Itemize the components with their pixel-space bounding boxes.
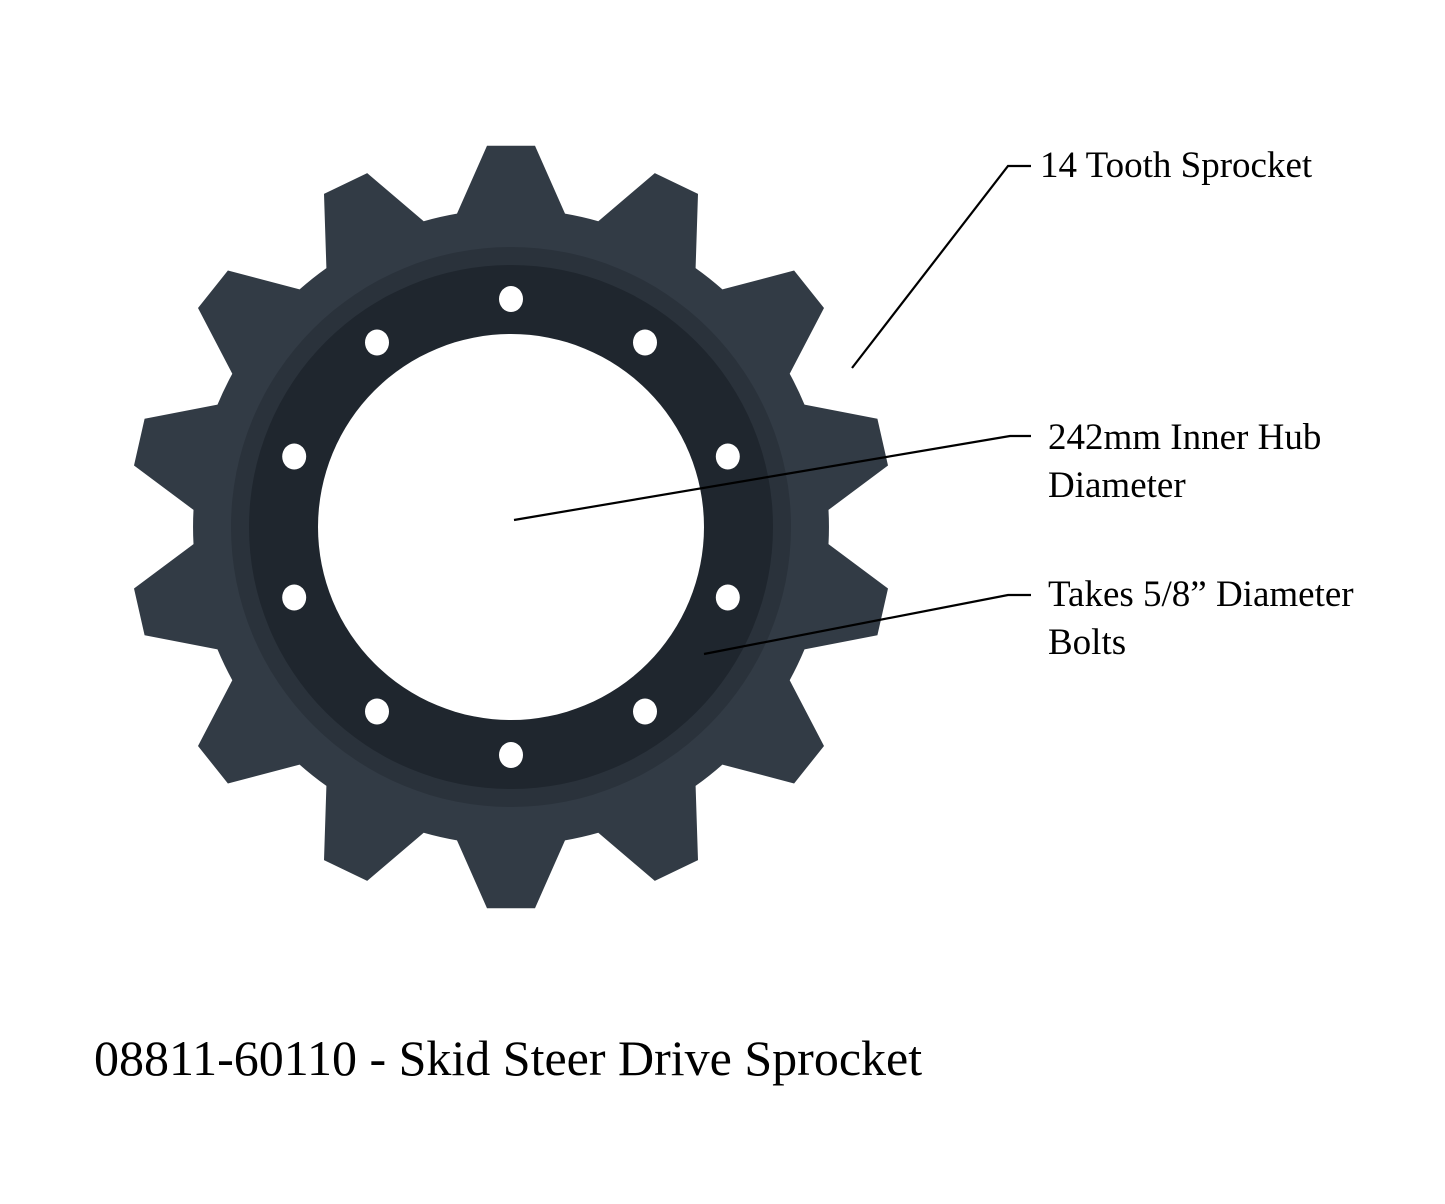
bolt-hole [365,329,389,356]
teeth-callout: 14 Tooth Sprocket [1040,142,1312,190]
bolt-hole [499,742,523,768]
teeth-callout-text: 14 Tooth Sprocket [1040,145,1313,186]
hub-callout-line1: 242mm Inner Hub [1048,417,1322,458]
part-caption: 08811-60110 - Skid Steer Drive Sprocket [94,1030,923,1086]
bolt-hole [499,286,523,312]
bolt-hole [633,698,657,725]
bolts-callout-line2: Bolts [1048,622,1127,663]
bolt-hole [282,443,307,470]
hub-callout: 242mm Inner Hub Diameter [1048,414,1321,510]
leader-line-bolts [703,593,1031,656]
hub-callout-line2: Diameter [1048,465,1186,506]
bolt-hole [365,698,389,725]
bolts-callout-line1: Takes 5/8” Diameter [1048,574,1354,615]
leader-line-hub [513,434,1031,522]
bolt-hole [715,443,740,470]
bolt-hole [715,584,740,611]
bolts-callout: Takes 5/8” Diameter Bolts [1048,571,1354,667]
leader-line-teeth [851,164,1031,369]
bolt-holes [282,286,740,768]
bolt-hole [633,329,657,356]
bolt-hole [282,584,307,611]
inner-hub-bore [318,334,704,720]
